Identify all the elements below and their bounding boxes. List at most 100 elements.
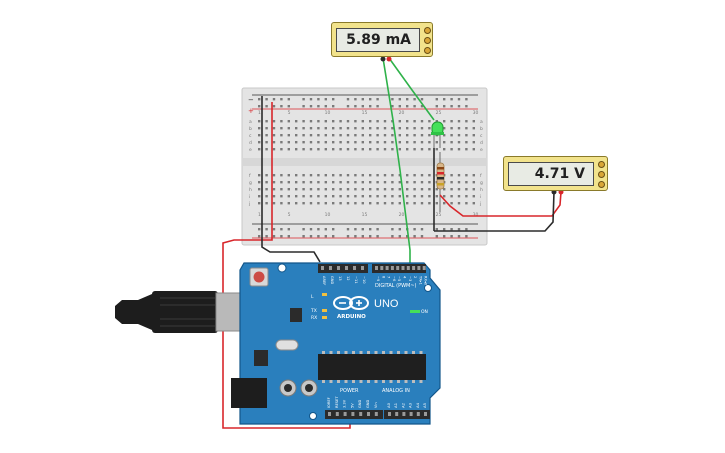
breadboard-hole[interactable] — [295, 120, 298, 123]
breadboard-hole[interactable] — [406, 148, 409, 151]
breadboard-hole[interactable] — [465, 134, 468, 137]
ammeter-knob-icon[interactable] — [424, 47, 431, 54]
digital-pin[interactable] — [401, 266, 405, 270]
breadboard-hole[interactable] — [280, 148, 283, 151]
breadboard-hole[interactable] — [443, 228, 446, 231]
breadboard-hole[interactable] — [354, 228, 357, 231]
breadboard-hole[interactable] — [391, 148, 394, 151]
breadboard-hole[interactable] — [457, 174, 461, 177]
breadboard-hole[interactable] — [428, 174, 431, 177]
breadboard-hole[interactable] — [428, 181, 431, 184]
breadboard-hole[interactable] — [346, 148, 350, 151]
breadboard-hole[interactable] — [265, 98, 268, 101]
header-pin[interactable] — [416, 412, 420, 416]
breadboard-hole[interactable] — [457, 202, 461, 205]
breadboard-hole[interactable] — [309, 174, 313, 177]
breadboard-hole[interactable] — [361, 134, 364, 137]
breadboard-hole[interactable] — [472, 188, 475, 191]
breadboard-hole[interactable] — [376, 141, 379, 144]
breadboard-hole[interactable] — [435, 148, 438, 151]
breadboard-hole[interactable] — [302, 98, 305, 101]
breadboard-hole[interactable] — [287, 105, 290, 108]
breadboard-hole[interactable] — [361, 195, 364, 198]
resistor[interactable] — [436, 152, 445, 212]
breadboard-hole[interactable] — [457, 235, 461, 238]
breadboard-hole[interactable] — [465, 105, 468, 108]
breadboard-hole[interactable] — [465, 188, 468, 191]
breadboard-hole[interactable] — [324, 188, 327, 191]
breadboard-hole[interactable] — [435, 105, 438, 108]
breadboard-hole[interactable] — [361, 105, 364, 108]
breadboard-hole[interactable] — [324, 148, 327, 151]
breadboard-hole[interactable] — [332, 134, 335, 137]
breadboard-hole[interactable] — [346, 188, 350, 191]
breadboard-hole[interactable] — [398, 134, 401, 137]
breadboard-hole[interactable] — [472, 202, 475, 205]
breadboard-hole[interactable] — [287, 235, 290, 238]
breadboard-hole[interactable] — [376, 228, 379, 231]
breadboard-hole[interactable] — [361, 98, 364, 101]
wire-voltmeter-black[interactable] — [434, 191, 555, 232]
breadboard-hole[interactable] — [287, 188, 290, 191]
breadboard-hole[interactable] — [354, 141, 357, 144]
breadboard-hole[interactable] — [420, 202, 424, 205]
breadboard-hole[interactable] — [376, 174, 379, 177]
breadboard-hole[interactable] — [287, 202, 290, 205]
breadboard-hole[interactable] — [450, 202, 453, 205]
breadboard-hole[interactable] — [398, 141, 401, 144]
breadboard-hole[interactable] — [280, 141, 283, 144]
breadboard-hole[interactable] — [317, 120, 320, 123]
breadboard-hole[interactable] — [317, 228, 320, 231]
digital-pin[interactable] — [396, 266, 400, 270]
breadboard-hole[interactable] — [391, 195, 394, 198]
breadboard-hole[interactable] — [369, 105, 372, 108]
breadboard-hole[interactable] — [258, 141, 261, 144]
breadboard-hole[interactable] — [472, 134, 475, 137]
digital-pin[interactable] — [385, 266, 389, 270]
header-pin[interactable] — [374, 412, 378, 416]
breadboard-hole[interactable] — [324, 202, 327, 205]
breadboard-hole[interactable] — [332, 228, 335, 231]
breadboard-hole[interactable] — [295, 127, 298, 130]
breadboard-hole[interactable] — [413, 202, 416, 205]
breadboard-hole[interactable] — [428, 188, 431, 191]
wire-signal-green[interactable] — [382, 57, 411, 263]
breadboard-hole[interactable] — [369, 202, 372, 205]
digital-pin[interactable] — [406, 266, 410, 270]
breadboard-hole[interactable] — [435, 188, 438, 191]
breadboard-hole[interactable] — [339, 181, 342, 184]
breadboard-hole[interactable] — [324, 127, 327, 130]
breadboard-hole[interactable] — [413, 105, 416, 108]
breadboard-hole[interactable] — [465, 148, 468, 151]
breadboard-hole[interactable] — [391, 235, 394, 238]
breadboard-hole[interactable] — [369, 134, 372, 137]
breadboard-hole[interactable] — [450, 188, 453, 191]
breadboard-hole[interactable] — [302, 188, 305, 191]
breadboard-hole[interactable] — [280, 202, 283, 205]
breadboard-hole[interactable] — [457, 127, 461, 130]
digital-pin[interactable] — [329, 266, 332, 270]
breadboard-hole[interactable] — [383, 148, 387, 151]
wire-5v-red[interactable] — [222, 102, 351, 429]
breadboard-hole[interactable] — [376, 181, 379, 184]
breadboard-hole[interactable] — [309, 120, 313, 123]
breadboard-hole[interactable] — [398, 195, 401, 198]
breadboard-hole[interactable] — [472, 174, 475, 177]
breadboard-hole[interactable] — [406, 174, 409, 177]
wire-ammeter-led-green[interactable] — [388, 57, 435, 121]
breadboard-hole[interactable] — [258, 235, 261, 238]
header-pin[interactable] — [367, 412, 370, 416]
breadboard-hole[interactable] — [309, 98, 313, 101]
breadboard-hole[interactable] — [280, 105, 283, 108]
breadboard-hole[interactable] — [272, 127, 276, 130]
breadboard-hole[interactable] — [258, 127, 261, 130]
breadboard-hole[interactable] — [258, 228, 261, 231]
breadboard-hole[interactable] — [450, 181, 453, 184]
breadboard-hole[interactable] — [295, 148, 298, 151]
breadboard-hole[interactable] — [465, 127, 468, 130]
breadboard-hole[interactable] — [339, 148, 342, 151]
breadboard-hole[interactable] — [413, 235, 416, 238]
breadboard-hole[interactable] — [272, 235, 276, 238]
breadboard-hole[interactable] — [265, 148, 268, 151]
breadboard-hole[interactable] — [272, 195, 276, 198]
